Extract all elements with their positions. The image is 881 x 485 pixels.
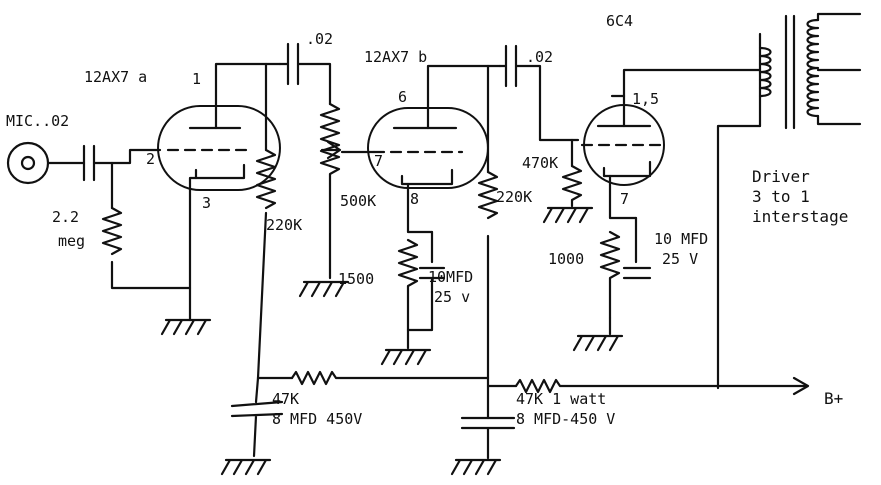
- driver-label-line-1: Driver: [752, 167, 810, 186]
- plate-load-resistor-2: [477, 170, 499, 220]
- tube-v1: [157, 105, 281, 191]
- b-plus-label: B+: [824, 389, 843, 408]
- tube-v2-pin-grid: 7: [374, 152, 383, 170]
- driver-transformer: [758, 12, 862, 130]
- coupling-capacitor-2: [498, 44, 580, 142]
- driver-label-line-2: 3 to 1: [752, 187, 810, 206]
- grid-resistor-3-value: 470K: [522, 154, 558, 172]
- filter-capacitor-1-value: 8 MFD 450V: [272, 410, 362, 428]
- tube-v2: [367, 107, 489, 189]
- dropping-resistor-1-value: 47K: [272, 390, 299, 408]
- ground-symbol: [542, 206, 594, 224]
- filter-capacitor-2-value: 8 MFD-450 V: [516, 410, 615, 428]
- ground-resistor-value: 1500: [338, 270, 374, 288]
- plate-load-2-value: 220K: [496, 188, 532, 206]
- cathode-capacitor-2-voltage: 25 v: [434, 288, 470, 306]
- grid-leak-value: 2.2: [52, 208, 79, 226]
- cathode-resistor-3-value: 1000: [548, 250, 584, 268]
- dropping-resistor-2-value: 47K 1 watt: [516, 390, 606, 408]
- grid-leak-resistor: [101, 206, 123, 256]
- tube-v1-pin-cathode: 3: [202, 194, 211, 212]
- coupling-capacitor-1: [278, 42, 332, 106]
- potentiometer-value: 500K: [340, 192, 376, 210]
- coupling-capacitor-2-value: .02: [526, 48, 553, 66]
- ground-symbol: [160, 318, 212, 336]
- ground-symbol: [380, 348, 432, 366]
- driver-label-line-3: interstage: [752, 207, 848, 226]
- cathode-resistor-3: [599, 230, 621, 320]
- cathode-capacitor-2-value: 10MFD: [428, 268, 473, 286]
- tube-v3-pin-cathode: 7: [620, 190, 629, 208]
- cathode-capacitor-3-value: 10 MFD: [654, 230, 708, 248]
- tube-v1-label: 12AX7 a: [84, 68, 147, 86]
- tube-v3-pin-plate: 1,5: [632, 90, 659, 108]
- cathode-capacitor-3-voltage: 25 V: [662, 250, 698, 268]
- ground-symbol: [572, 334, 624, 352]
- cathode-resistor-2: [397, 238, 419, 332]
- tube-v3-label: 6C4: [606, 12, 633, 30]
- mic-jack: [6, 141, 50, 185]
- dropping-resistor-1: [290, 370, 490, 386]
- coupling-capacitor-1-value: .02: [306, 30, 333, 48]
- tube-v2-pin-cathode: 8: [410, 190, 419, 208]
- tube-v2-label: 12AX7 b: [364, 48, 427, 66]
- ground-symbol: [220, 458, 272, 476]
- tube-v1-pin-plate: 1: [192, 70, 201, 88]
- grid-resistor-3: [561, 164, 583, 208]
- grid-leak-unit: meg: [58, 232, 85, 250]
- input-coupling-capacitor: [82, 144, 96, 182]
- tube-v2-pin-plate: 6: [398, 88, 407, 106]
- tube-v1-pin-grid: 2: [146, 150, 155, 168]
- volume-potentiometer: [319, 102, 341, 280]
- ground-symbol: [450, 458, 502, 476]
- plate-load-1-value: 220K: [266, 216, 302, 234]
- plate-load-resistor-1: [255, 148, 277, 210]
- dropping-resistor-2: [514, 378, 808, 394]
- mic-label: MIC..02: [6, 112, 69, 130]
